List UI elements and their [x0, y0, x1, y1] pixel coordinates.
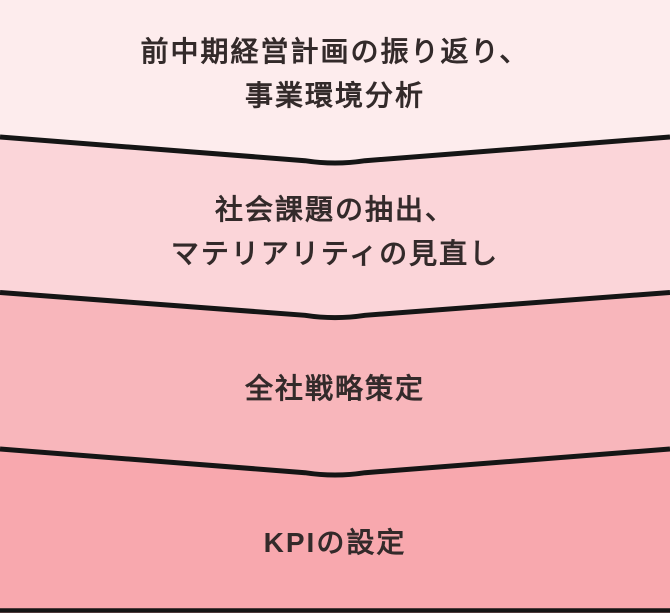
band-1-label: 前中期経営計画の振り返り、 事業環境分析: [0, 30, 670, 118]
band-1-label-line-2: 事業環境分析: [244, 80, 425, 111]
divider-2-chevron-line: [0, 290, 670, 321]
band-2-label: 社会課題の抽出、 マテリアリティの見直し: [0, 188, 670, 276]
divider-3-chevron-line: [0, 446, 670, 478]
band-3-label-line-1: 全社戦略策定: [244, 373, 425, 404]
band-2-label-line-1: 社会課題の抽出、: [214, 194, 455, 225]
band-3-label: 全社戦略策定: [0, 367, 670, 411]
band-1-shape: [0, 0, 670, 164]
band-2-label-line-2: マテリアリティの見直し: [170, 238, 500, 269]
band-4-label: KPIの設定: [0, 521, 670, 565]
divider-1-chevron-line: [0, 134, 670, 166]
band-1-label-line-1: 前中期経営計画の振り返り、: [140, 36, 530, 67]
band-4-label-line-1: KPIの設定: [263, 527, 407, 558]
